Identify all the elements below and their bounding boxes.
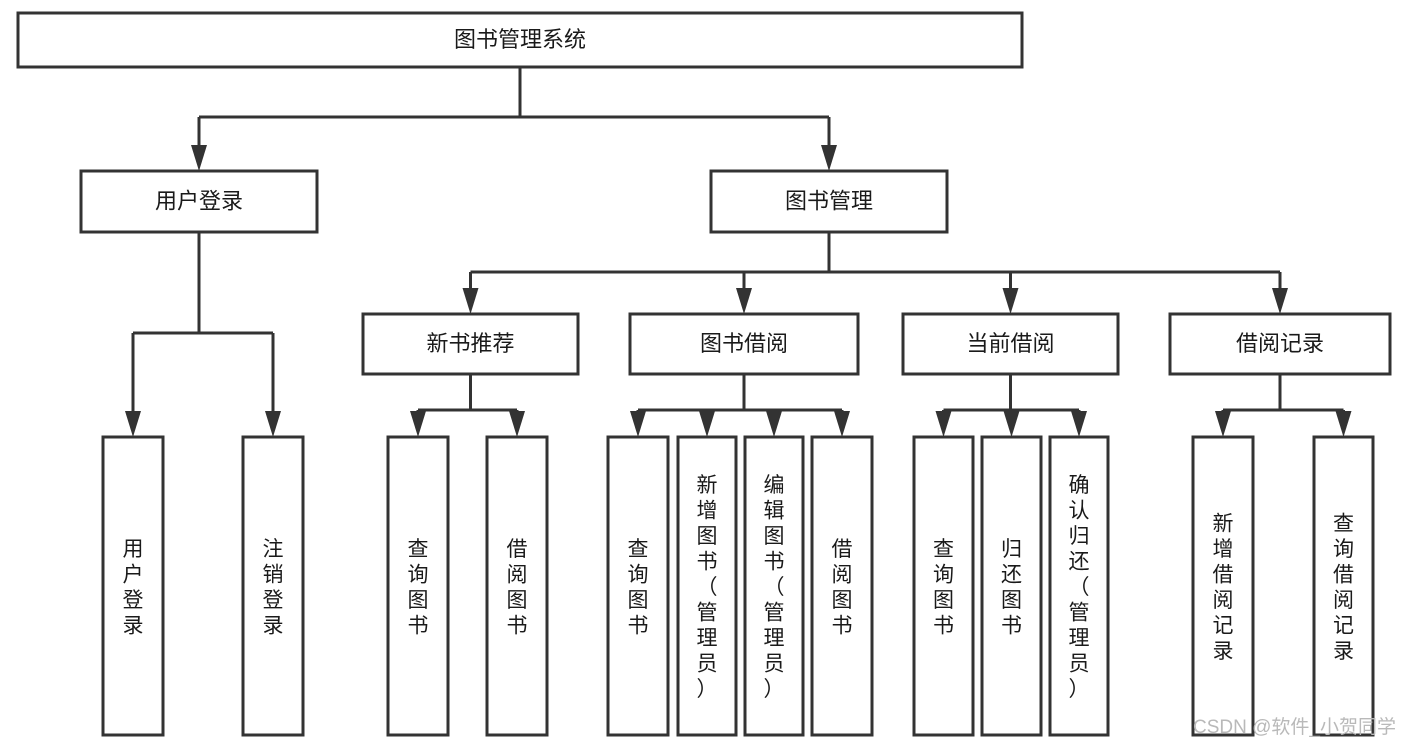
node-box bbox=[676, 435, 738, 737]
edge-group-book-manage bbox=[462, 232, 1288, 314]
node-label: 确认归还（管理员） bbox=[1069, 474, 1090, 701]
node-box bbox=[485, 435, 549, 737]
arrow-head-icon bbox=[410, 411, 426, 437]
node-leaf-query-book-3[interactable]: 查询图书 bbox=[912, 435, 975, 737]
node-box bbox=[980, 435, 1043, 737]
arrow-head-icon bbox=[736, 288, 752, 314]
node-box bbox=[901, 312, 1120, 376]
edge-group-borrow-record bbox=[1215, 374, 1352, 437]
node-leaf-add-book-admin[interactable]: 新增图书（管理员） bbox=[676, 435, 738, 737]
node-label: 注销登录 bbox=[263, 537, 284, 637]
node-current-borrow[interactable]: 当前借阅 bbox=[901, 312, 1120, 376]
node-book-manage[interactable]: 图书管理 bbox=[709, 169, 949, 234]
node-leaf-return-book[interactable]: 归还图书 bbox=[980, 435, 1043, 737]
arrow-head-icon bbox=[1215, 411, 1231, 437]
node-box bbox=[79, 169, 319, 234]
node-box bbox=[743, 435, 805, 737]
arrow-head-icon bbox=[630, 411, 646, 437]
node-leaf-user-logout[interactable]: 注销登录 bbox=[241, 435, 305, 737]
node-label: 新增图书（管理员） bbox=[697, 474, 718, 701]
node-label: 图书管理系统 bbox=[454, 27, 586, 52]
node-leaf-add-borrow-record[interactable]: 新增借阅记录 bbox=[1191, 435, 1255, 737]
arrow-head-icon bbox=[1272, 288, 1288, 314]
node-label: 用户登录 bbox=[123, 537, 144, 637]
node-box bbox=[1048, 435, 1110, 737]
node-book-borrow[interactable]: 图书借阅 bbox=[628, 312, 860, 376]
node-label: 图书借阅 bbox=[700, 331, 788, 356]
arrow-head-icon bbox=[509, 411, 525, 437]
arrow-head-icon bbox=[191, 145, 207, 171]
node-box bbox=[16, 11, 1024, 69]
node-leaf-query-book-2[interactable]: 查询图书 bbox=[606, 435, 670, 737]
node-label: 借阅图书 bbox=[507, 537, 528, 637]
node-user-login[interactable]: 用户登录 bbox=[79, 169, 319, 234]
node-label: 查询图书 bbox=[628, 537, 649, 637]
node-leaf-edit-book-admin[interactable]: 编辑图书（管理员） bbox=[743, 435, 805, 737]
node-new-book-recommend[interactable]: 新书推荐 bbox=[361, 312, 580, 376]
node-layer: 图书管理系统用户登录图书管理新书推荐图书借阅当前借阅借阅记录用户登录注销登录查询… bbox=[16, 11, 1392, 737]
arrow-head-icon bbox=[935, 411, 952, 437]
arrow-head-icon bbox=[1335, 411, 1352, 437]
arrow-head-icon bbox=[1071, 411, 1087, 437]
arrow-head-icon bbox=[265, 411, 281, 437]
node-label: 新增借阅记录 bbox=[1213, 512, 1234, 663]
node-box bbox=[101, 435, 165, 737]
node-label: 查询图书 bbox=[408, 537, 429, 637]
node-label: 查询图书 bbox=[933, 537, 954, 637]
arrow-head-icon bbox=[821, 145, 837, 171]
node-leaf-user-login[interactable]: 用户登录 bbox=[101, 435, 165, 737]
node-box bbox=[1168, 312, 1392, 376]
edge-group-root bbox=[191, 67, 837, 171]
edge-group-current-borrow bbox=[935, 374, 1087, 437]
edge-layer bbox=[125, 67, 1352, 437]
node-label: 查询借阅记录 bbox=[1333, 512, 1354, 663]
node-label: 归还图书 bbox=[1001, 537, 1022, 637]
node-leaf-query-borrow-record[interactable]: 查询借阅记录 bbox=[1312, 435, 1375, 737]
arrow-head-icon bbox=[834, 411, 850, 437]
node-leaf-borrow-book-2[interactable]: 借阅图书 bbox=[810, 435, 874, 737]
arrow-head-icon bbox=[766, 411, 782, 437]
node-box bbox=[709, 169, 949, 234]
node-box bbox=[1312, 435, 1375, 737]
node-box bbox=[810, 435, 874, 737]
node-leaf-query-book-1[interactable]: 查询图书 bbox=[386, 435, 450, 737]
node-label: 用户登录 bbox=[155, 188, 243, 213]
edge-group-new-book-recommend bbox=[410, 374, 525, 437]
node-box bbox=[361, 312, 580, 376]
node-box bbox=[1191, 435, 1255, 737]
node-root[interactable]: 图书管理系统 bbox=[16, 11, 1024, 69]
arrow-head-icon bbox=[1002, 288, 1019, 314]
arrow-head-icon bbox=[1003, 411, 1020, 437]
csdn-watermark: CSDN @软件_小贺同学 bbox=[1193, 716, 1396, 738]
node-label: 借阅图书 bbox=[832, 537, 853, 637]
node-label: 当前借阅 bbox=[966, 331, 1054, 356]
node-label: 编辑图书（管理员） bbox=[764, 474, 785, 701]
edge-group-user-login bbox=[125, 232, 281, 437]
node-label: 图书管理 bbox=[785, 188, 873, 213]
node-box bbox=[241, 435, 305, 737]
node-label: 借阅记录 bbox=[1236, 331, 1324, 356]
node-box bbox=[386, 435, 450, 737]
node-box bbox=[912, 435, 975, 737]
node-leaf-borrow-book-1[interactable]: 借阅图书 bbox=[485, 435, 549, 737]
node-label: 新书推荐 bbox=[426, 331, 514, 356]
node-leaf-confirm-return-admin[interactable]: 确认归还（管理员） bbox=[1048, 435, 1110, 737]
node-borrow-record[interactable]: 借阅记录 bbox=[1168, 312, 1392, 376]
arrow-head-icon bbox=[125, 411, 141, 437]
arrow-head-icon bbox=[462, 288, 479, 314]
edge-group-book-borrow bbox=[630, 374, 850, 437]
node-box bbox=[606, 435, 670, 737]
node-box bbox=[628, 312, 860, 376]
arrow-head-icon bbox=[699, 411, 715, 437]
